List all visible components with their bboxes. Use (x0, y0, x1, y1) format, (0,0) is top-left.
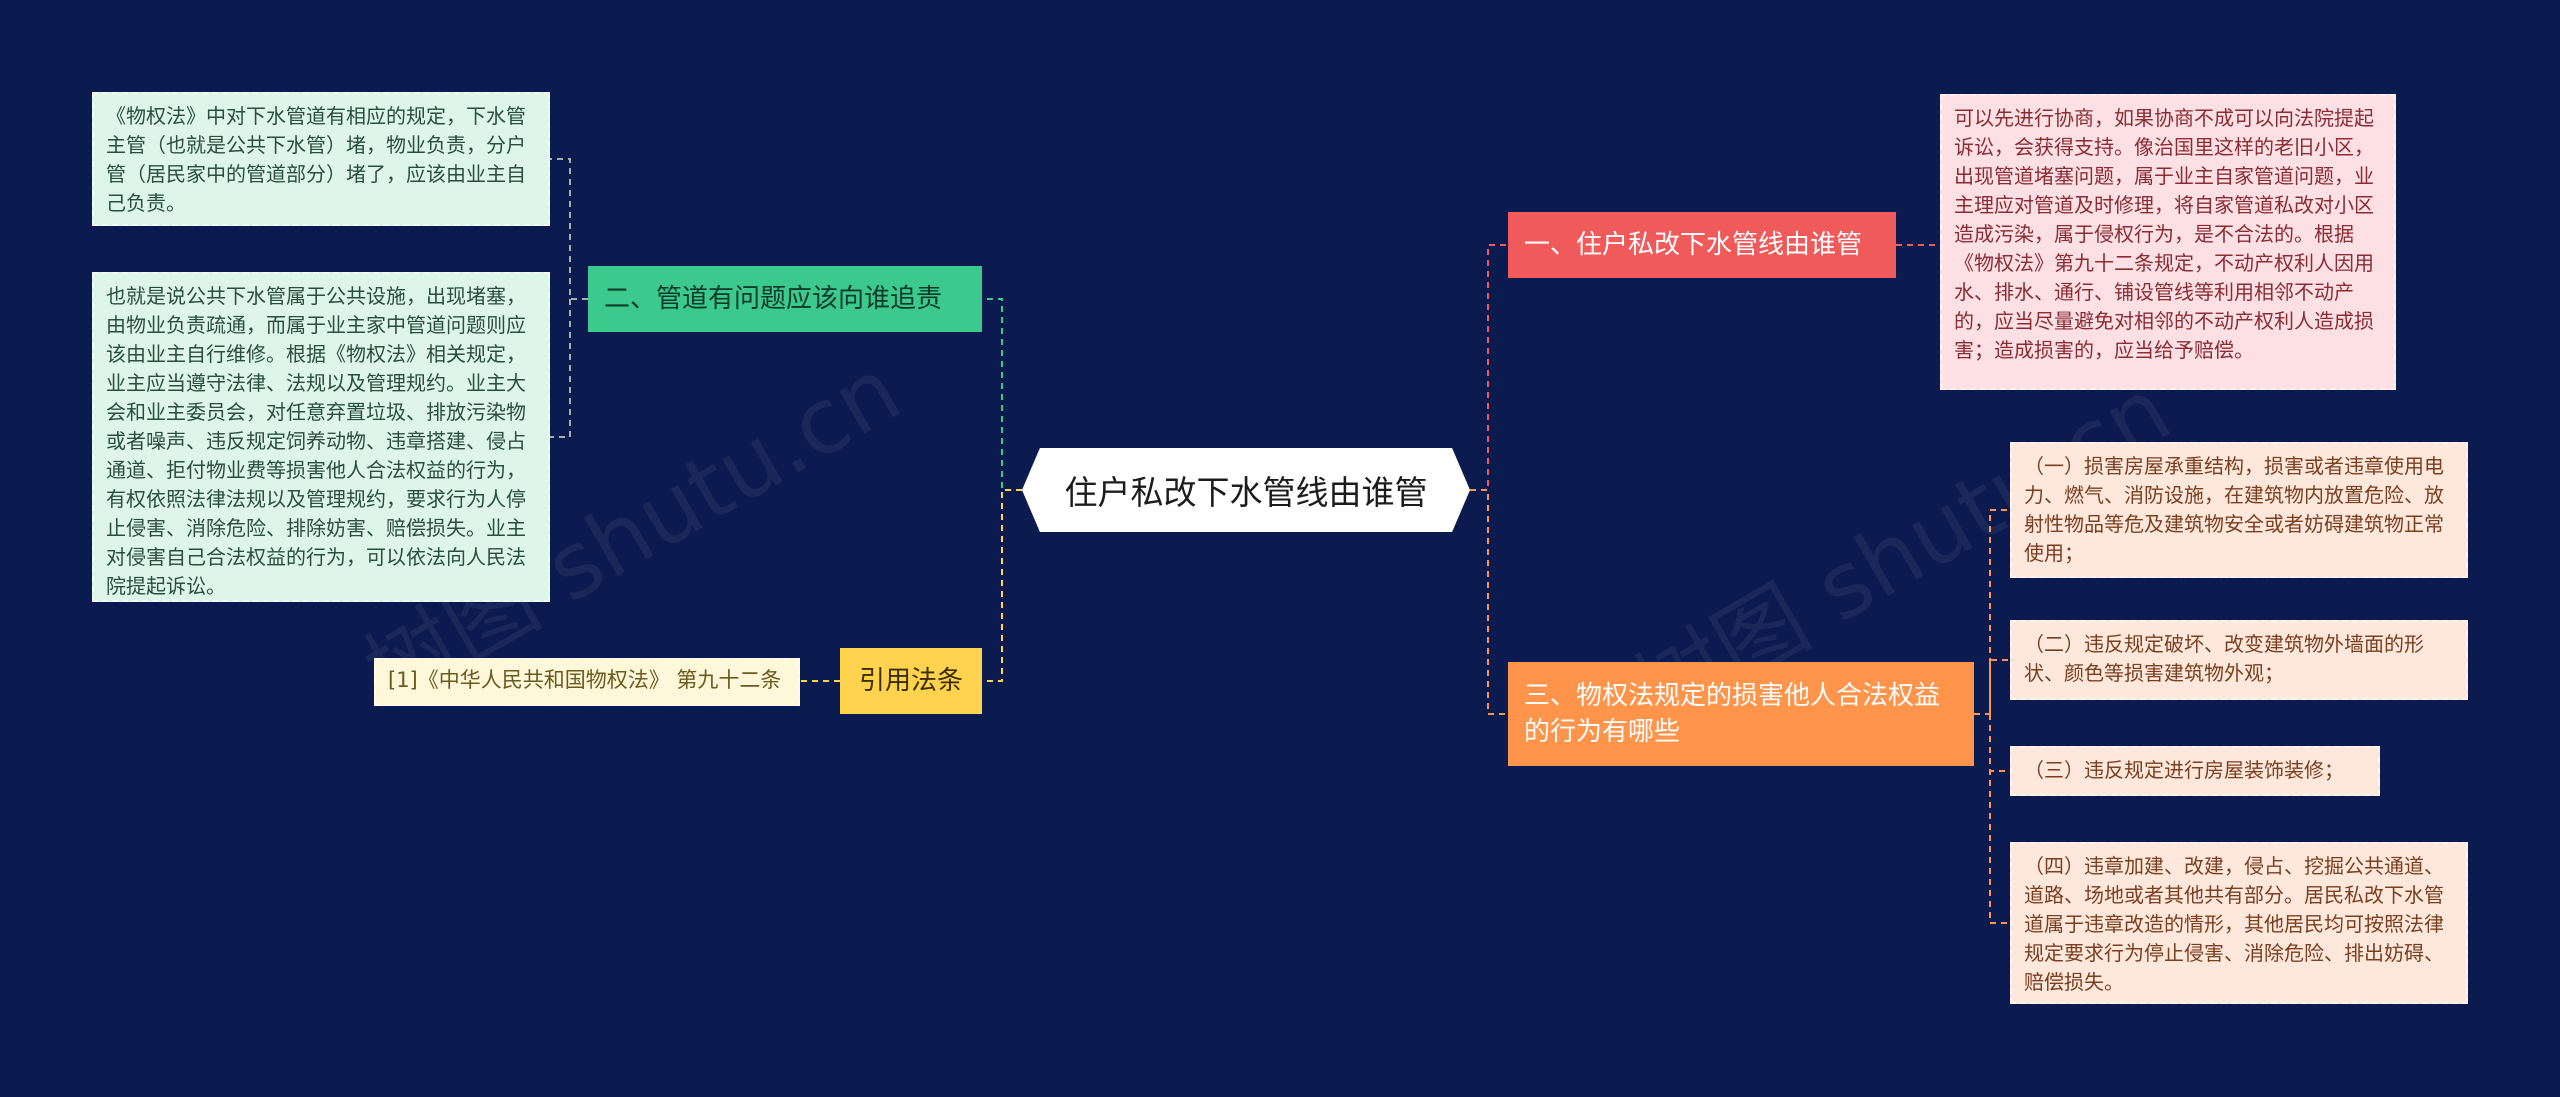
leaf-negotiation-lawsuit[interactable]: 可以先进行协商，如果协商不成可以向法院提起诉讼，会获得支持。像治国里这样的老旧小… (1940, 94, 2396, 390)
link-center-b4 (982, 489, 1022, 682)
branch-cited-law[interactable]: 引用法条 (840, 648, 982, 714)
leaf-property-law-pipes[interactable]: 《物权法》中对下水管道有相应的规定，下水管主管（也就是公共下水管）堵，物业负责，… (92, 92, 550, 226)
center-topic[interactable]: 住户私改下水管线由谁管 (1022, 448, 1470, 532)
link-center-b3 (1470, 489, 1508, 715)
link-center-b2 (982, 298, 1022, 491)
link-center-b1 (1470, 244, 1508, 491)
link-b3-leaves (1974, 509, 2010, 924)
leaf-public-facilities[interactable]: 也就是说公共下水管属于公共设施，出现堵塞，由物业负责疏通，而属于业主家中管道问题… (92, 272, 550, 602)
leaf-law-citation[interactable]: [1]《中华人民共和国物权法》 第九十二条 (374, 658, 800, 706)
link-b2-leaves (550, 158, 588, 438)
leaf-act-2[interactable]: （二）违反规定破坏、改变建筑物外墙面的形状、颜色等损害建筑物外观； (2010, 620, 2468, 700)
branch-infringing-acts[interactable]: 三、物权法规定的损害他人合法权益的行为有哪些 (1508, 662, 1974, 766)
branch-who-is-liable[interactable]: 二、管道有问题应该向谁追责 (588, 266, 982, 332)
leaf-act-1[interactable]: （一）损害房屋承重结构，损害或者违章使用电力、燃气、消防设施，在建筑物内放置危险… (2010, 442, 2468, 578)
branch-who-manages[interactable]: 一、住户私改下水管线由谁管 (1508, 212, 1896, 278)
leaf-act-3[interactable]: （三）违反规定进行房屋装饰装修； (2010, 746, 2380, 796)
leaf-act-4[interactable]: （四）违章加建、改建，侵占、挖掘公共通道、道路、场地或者其他共有部分。居民私改下… (2010, 842, 2468, 1004)
